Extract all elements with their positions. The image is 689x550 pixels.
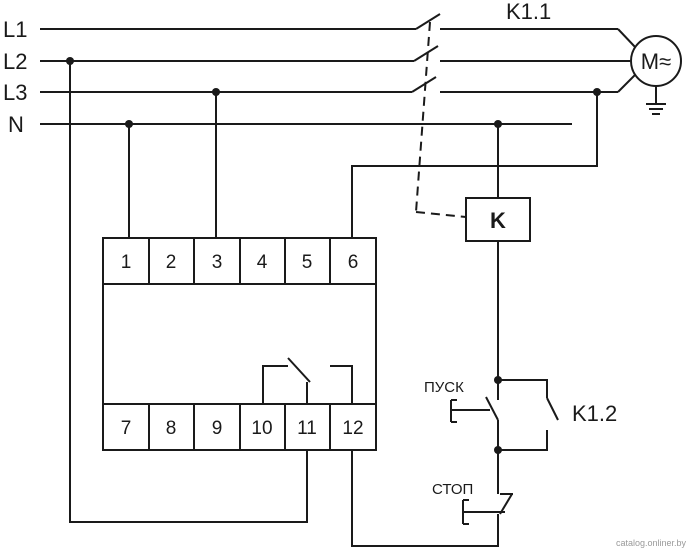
main-contacts-k1-1	[411, 13, 467, 218]
bus-lines-right	[440, 28, 637, 93]
contact-blade-l2	[413, 45, 439, 62]
terminal-6: 6	[348, 252, 359, 273]
contact-blade-l3	[411, 76, 437, 93]
terminal-9: 9	[212, 418, 223, 439]
feed-to-terminal-6	[351, 92, 598, 238]
l2-to-terminal-11	[69, 61, 308, 523]
terminal-11: 11	[297, 418, 317, 439]
junction-start-top	[494, 376, 502, 384]
start-label: ПУСК	[424, 379, 464, 396]
terminal-12: 12	[342, 418, 363, 439]
terminal-dividers	[148, 238, 331, 450]
relay-module	[102, 237, 377, 451]
terminal-5: 5	[302, 252, 313, 273]
mechanical-link	[415, 21, 431, 213]
junction-l3	[212, 88, 220, 96]
relay-internal-contacts	[262, 357, 353, 404]
line-label-l1: L1	[3, 17, 27, 42]
bus-lines-left	[40, 28, 572, 125]
terminal-2: 2	[166, 252, 177, 273]
watermark: catalog.onliner.by	[616, 538, 687, 548]
junction-start-bottom	[494, 446, 502, 454]
terminal-12-to-stop	[351, 450, 499, 547]
bottom-terminal-numbers: 7 8 9 10 11 12	[121, 418, 364, 439]
junction-n-relay	[125, 120, 133, 128]
junction-n-coil	[494, 120, 502, 128]
line-label-l3: L3	[3, 80, 27, 105]
motor-icon: M≈	[630, 35, 682, 87]
coil-icon: K	[465, 197, 531, 242]
terminal-3: 3	[212, 252, 223, 273]
junction-l3-motor	[593, 88, 601, 96]
stop-label: СТОП	[432, 481, 473, 498]
stop-button-symbol	[462, 450, 513, 525]
aux-contact-k1-2	[498, 379, 559, 451]
motor-feed-l3-bend	[617, 73, 637, 93]
terminal-4: 4	[257, 252, 268, 273]
line-label-l2: L2	[3, 49, 27, 74]
junction-l2	[66, 57, 74, 65]
mechanical-link-to-coil	[415, 211, 467, 218]
terminal-1: 1	[121, 252, 132, 273]
terminal-10: 10	[251, 418, 272, 439]
line-label-n: N	[8, 112, 24, 137]
motor-symbol: M≈	[641, 49, 671, 74]
terminal-8: 8	[166, 418, 177, 439]
ground-icon	[646, 86, 666, 115]
motor-feed-l1-bend	[617, 28, 637, 49]
terminal-7: 7	[121, 418, 132, 439]
top-terminal-numbers: 1 2 3 4 5 6	[121, 252, 359, 273]
junction-dots	[66, 57, 601, 454]
contact-blade-l1	[415, 13, 441, 30]
main-contacts-label: K1.1	[506, 0, 551, 24]
aux-contact-label: K1.2	[572, 401, 617, 426]
coil-label: K	[490, 208, 506, 233]
